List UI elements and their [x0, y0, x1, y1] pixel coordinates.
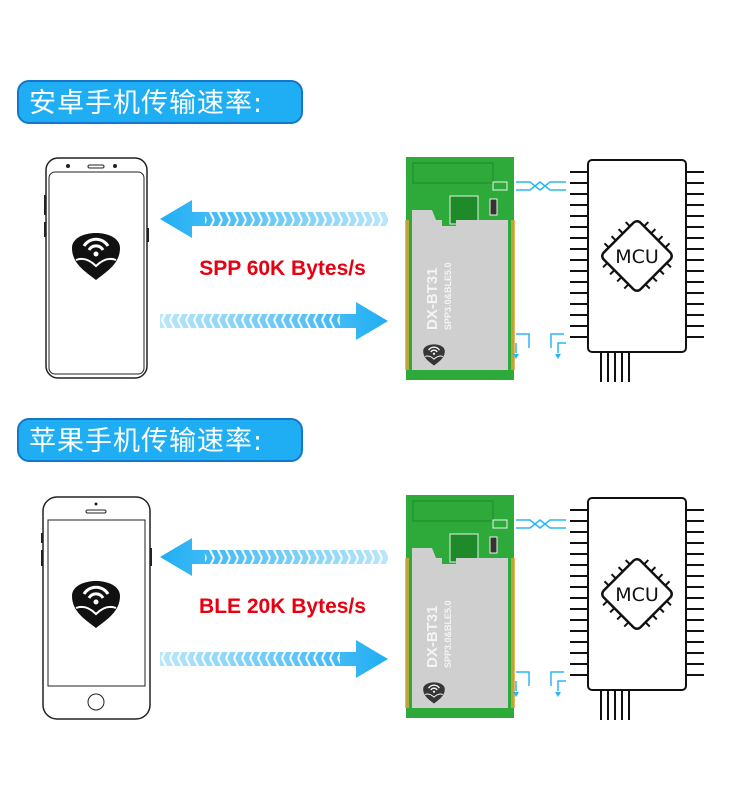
transfer-rate: SPP 60K Bytes/s [199, 257, 366, 280]
section-title: 安卓手机传输速率: [17, 80, 303, 124]
mcu-label: MCU [615, 584, 659, 606]
mcu-label: MCU [615, 246, 659, 268]
transfer-rate: BLE 20K Bytes/s [199, 595, 366, 618]
module-model: DX-BT31 [424, 605, 441, 668]
mcu-chip: MCU [568, 158, 706, 384]
android-section: 安卓手机传输速率: [0, 80, 750, 130]
section-title: 苹果手机传输速率: [17, 418, 303, 462]
module-model: DX-BT31 [424, 267, 441, 330]
android-phone [44, 157, 149, 379]
iphone-section: 苹果手机传输速率: [0, 418, 750, 468]
bt-module: DX-BT31 SPP3.0&BLE5.0 [405, 157, 566, 380]
module-spec: SPP3.0&BLE5.0 [443, 262, 453, 330]
mcu-chip: MCU [568, 496, 706, 722]
iphone [41, 496, 152, 720]
bt-module: DX-BT31 SPP3.0&BLE5.0 [405, 495, 566, 718]
module-spec: SPP3.0&BLE5.0 [443, 600, 453, 668]
